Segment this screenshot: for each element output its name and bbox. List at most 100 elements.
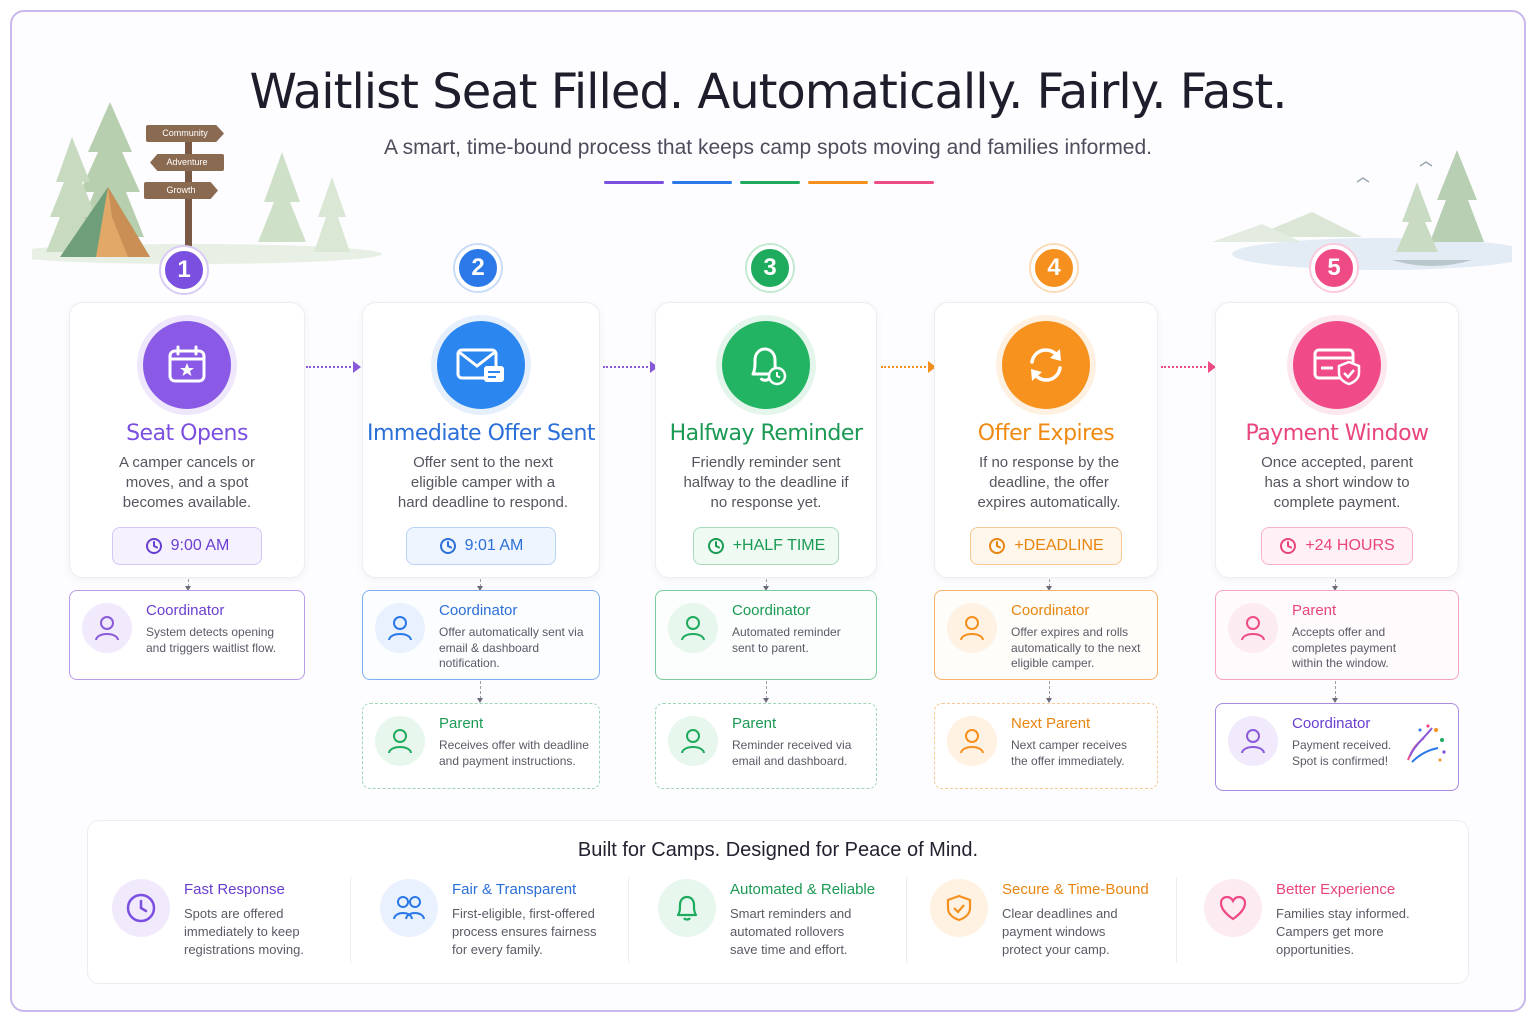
feature-description: Clear deadlines and payment windows prot… <box>1002 906 1118 957</box>
step-title: Seat Opens <box>126 421 248 446</box>
clock-icon <box>707 538 724 554</box>
feature-secure-time-bound: Secure & Time-Bound Clear deadlines and … <box>930 877 1170 969</box>
role-description: Reminder received via email and dashboar… <box>732 738 852 768</box>
person-icon <box>947 603 997 653</box>
feature-description: Spots are offered immediately to keep re… <box>184 906 304 957</box>
role-card-coordinator: Coordinator Payment received. Spot is co… <box>1215 703 1459 791</box>
feature-title: Secure & Time-Bound <box>1002 881 1149 898</box>
role-description: Offer expires and rolls automatically to… <box>1011 625 1141 670</box>
role-description: System detects opening and triggers wait… <box>146 625 277 655</box>
lake <box>1232 238 1512 270</box>
step-card-payment-window: Payment Window Once accepted, parent has… <box>1215 302 1459 578</box>
role-card-next-parent: Next Parent Next camper receives the off… <box>934 703 1158 789</box>
canoe <box>1392 260 1472 266</box>
step-title: Immediate Offer Sent <box>366 421 596 446</box>
accent-line-green <box>740 181 800 184</box>
role-name: Coordinator <box>439 602 518 619</box>
confetti-icon <box>1407 724 1446 763</box>
role-name: Coordinator <box>1292 715 1371 732</box>
step-title: Halfway Reminder <box>669 421 863 446</box>
person-icon <box>668 603 718 653</box>
envelope-icon <box>437 321 525 409</box>
step-badge-3: 3 <box>747 245 793 291</box>
signpost-community: Community <box>146 125 224 142</box>
connector <box>185 579 191 591</box>
person-icon <box>82 603 132 653</box>
step-description: Friendly reminder sent halfway to the de… <box>683 454 849 511</box>
role-card-coordinator: Coordinator Offer automatically sent via… <box>362 590 600 680</box>
feature-title: Automated & Reliable <box>730 881 876 898</box>
role-description: Payment received. Spot is confirmed! <box>1292 738 1392 768</box>
connector <box>477 579 483 591</box>
feature-better-experience: Better Experience Families stay informed… <box>1204 877 1444 969</box>
person-icon <box>1228 603 1278 653</box>
feature-automated-reliable: Automated & Reliable Smart reminders and… <box>658 877 898 969</box>
role-description: Automated reminder sent to parent. <box>732 625 841 655</box>
divider <box>906 877 907 963</box>
hill <box>1252 212 1362 237</box>
pine-tree <box>314 177 350 252</box>
feature-title: Fast Response <box>184 881 285 898</box>
person-icon <box>375 716 425 766</box>
time-label: 9:01 AM <box>464 537 524 554</box>
step-card-halfway-reminder: Halfway Reminder Friendly reminder sent … <box>655 302 877 578</box>
step-description: Offer sent to the next eligible camper w… <box>397 454 569 511</box>
step-card-offer-expires: Offer Expires If no response by the dead… <box>934 302 1158 578</box>
role-name: Parent <box>439 715 484 732</box>
step-badge-4: 4 <box>1031 245 1077 291</box>
role-name: Coordinator <box>146 602 225 619</box>
flow-arrow-1-2 <box>306 361 361 373</box>
feature-description: Families stay informed. Campers get more… <box>1276 906 1410 957</box>
signpost-growth: Growth <box>144 182 218 199</box>
signpost-adventure: Adventure <box>150 154 224 171</box>
role-name: Parent <box>732 715 777 732</box>
feature-title: Better Experience <box>1276 881 1396 898</box>
bird <box>1356 177 1370 183</box>
calendar-star-icon <box>143 321 231 409</box>
bell-icon <box>658 879 716 937</box>
divider <box>1176 877 1177 963</box>
clock-icon <box>145 538 162 554</box>
infographic-frame: Community Adventure Growth Waitlist Seat… <box>10 10 1526 1012</box>
role-description: Next camper receives the offer immediate… <box>1011 738 1128 768</box>
step-description: A camper cancels or moves, and a spot be… <box>119 454 255 511</box>
time-label: +24 HOURS <box>1305 537 1395 554</box>
feature-title: Fair & Transparent <box>452 881 577 898</box>
card-shield-icon <box>1293 321 1381 409</box>
step-card-seat-opens: Seat Opens A camper cancels or moves, an… <box>69 302 305 578</box>
feature-fair-transparent: Fair & Transparent First-eligible, first… <box>380 877 620 969</box>
role-card-coordinator: Coordinator Automated reminder sent to p… <box>655 590 877 680</box>
bird <box>1419 161 1433 167</box>
flow-arrow-3-4 <box>881 361 936 373</box>
role-card-parent: Parent Reminder received via email and d… <box>655 703 877 789</box>
hill <box>1212 224 1302 242</box>
connector <box>1046 681 1052 703</box>
step-description: If no response by the deadline, the offe… <box>977 454 1121 511</box>
role-card-coordinator: Coordinator System detects opening and t… <box>69 590 305 680</box>
role-card-coordinator: Coordinator Offer expires and rolls auto… <box>934 590 1158 680</box>
pine-tree <box>1396 182 1438 252</box>
flow-arrow-2-3 <box>603 361 658 373</box>
page-title: Waitlist Seat Filled. Automatically. Fai… <box>249 64 1288 120</box>
time-pill: +24 HOURS <box>1261 527 1413 565</box>
step-badge-2: 2 <box>455 245 501 291</box>
step-title: Offer Expires <box>977 421 1115 446</box>
role-name: Parent <box>1292 602 1337 619</box>
step-badge-5: 5 <box>1311 245 1357 291</box>
pine-tree <box>1430 150 1484 242</box>
step-title: Payment Window <box>1245 421 1429 446</box>
clock-icon <box>439 538 456 554</box>
refresh-icon <box>1002 321 1090 409</box>
tent-door <box>96 187 128 257</box>
person-icon <box>947 716 997 766</box>
role-name: Coordinator <box>732 602 811 619</box>
accent-line-pink <box>874 181 934 184</box>
role-description: Receives offer with deadline and payment… <box>439 738 589 768</box>
clock-icon <box>1280 538 1297 554</box>
connector <box>1332 681 1338 703</box>
role-description: Accepts offer and completes payment with… <box>1292 625 1397 670</box>
role-name: Next Parent <box>1011 715 1091 732</box>
shield-check-icon <box>930 879 988 937</box>
step-card-immediate-offer: Immediate Offer Sent Offer sent to the n… <box>362 302 600 578</box>
feature-description: First-eligible, first-offered process en… <box>452 906 597 957</box>
